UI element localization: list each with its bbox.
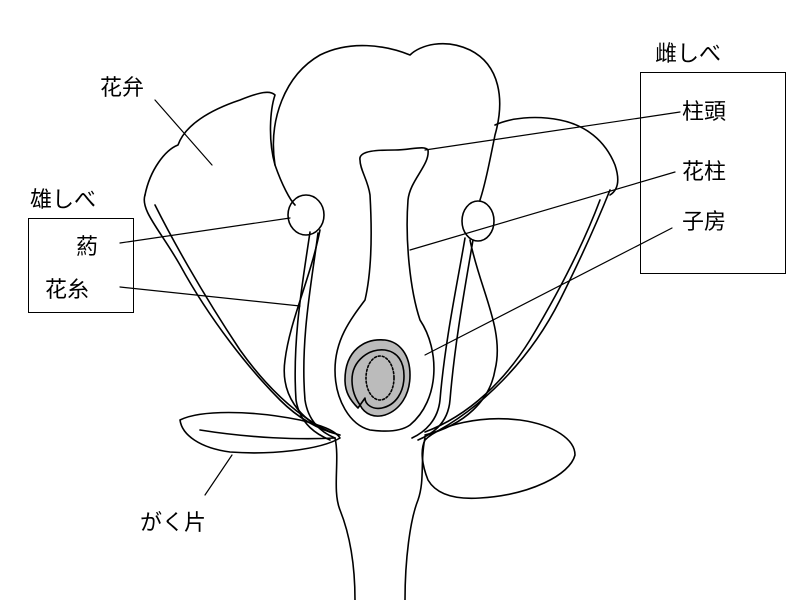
leader-filament — [119, 286, 301, 307]
stamen-box — [28, 218, 134, 313]
leader-ovary — [424, 227, 673, 356]
label-petal: 花弁 — [100, 76, 145, 101]
stem — [334, 437, 426, 600]
sepal-right — [421, 417, 576, 500]
petal-left-outer — [143, 194, 341, 436]
label-pistil: 雌しべ — [655, 42, 722, 67]
label-stigma: 柱頭 — [682, 100, 727, 125]
leader-stigma — [424, 111, 681, 151]
leader-sepal — [204, 454, 233, 496]
leader-petal — [154, 99, 213, 166]
petal-inner-left — [283, 229, 331, 433]
label-stamen: 雄しべ — [30, 188, 97, 213]
anther-left — [287, 194, 325, 236]
anther-right — [461, 200, 495, 242]
filament-left — [294, 231, 336, 441]
leader-anther — [119, 217, 291, 244]
petal-right-outer — [429, 189, 611, 436]
label-filament: 花糸 — [45, 278, 90, 303]
petal-right — [494, 116, 619, 196]
petal-right-inner — [424, 199, 601, 433]
petal-inner-right — [424, 239, 499, 436]
petal-center — [272, 42, 501, 201]
pistil-box — [640, 72, 786, 274]
petal-left — [144, 91, 296, 206]
leader-style — [409, 171, 676, 251]
petal-left-inner — [154, 204, 331, 433]
ovary-wall — [344, 339, 411, 417]
sepal-left — [179, 411, 341, 454]
label-style: 花柱 — [682, 160, 727, 185]
label-ovary: 子房 — [682, 210, 727, 235]
ovule — [365, 355, 395, 401]
label-sepal: がく片 — [140, 511, 207, 536]
filament-right — [411, 237, 474, 441]
label-anther: 葯 — [76, 235, 99, 260]
